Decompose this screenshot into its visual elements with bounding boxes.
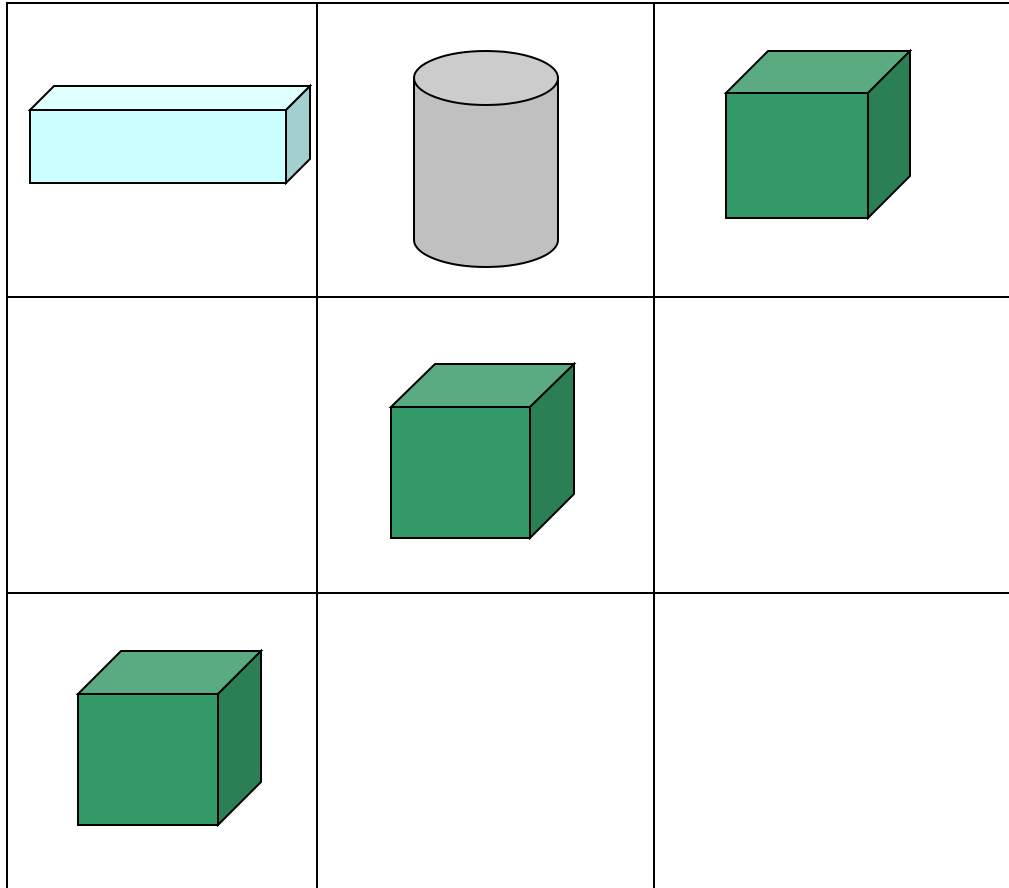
cylinder-top-face	[414, 51, 558, 105]
cube-shape-r2-c2	[318, 298, 653, 592]
rectangular-prism-shape	[0, 0, 320, 300]
cube-shape-r3-c1	[8, 594, 316, 888]
cube-front-face	[726, 93, 868, 218]
cube-front-face	[391, 407, 530, 538]
prism-front-face	[30, 110, 286, 183]
cube-shape-r1-c3	[655, 0, 1009, 296]
cylinder-shape	[318, 0, 653, 296]
prism-top-face	[30, 86, 310, 110]
cylinder-body	[414, 78, 558, 267]
cube-front-face	[78, 694, 218, 825]
